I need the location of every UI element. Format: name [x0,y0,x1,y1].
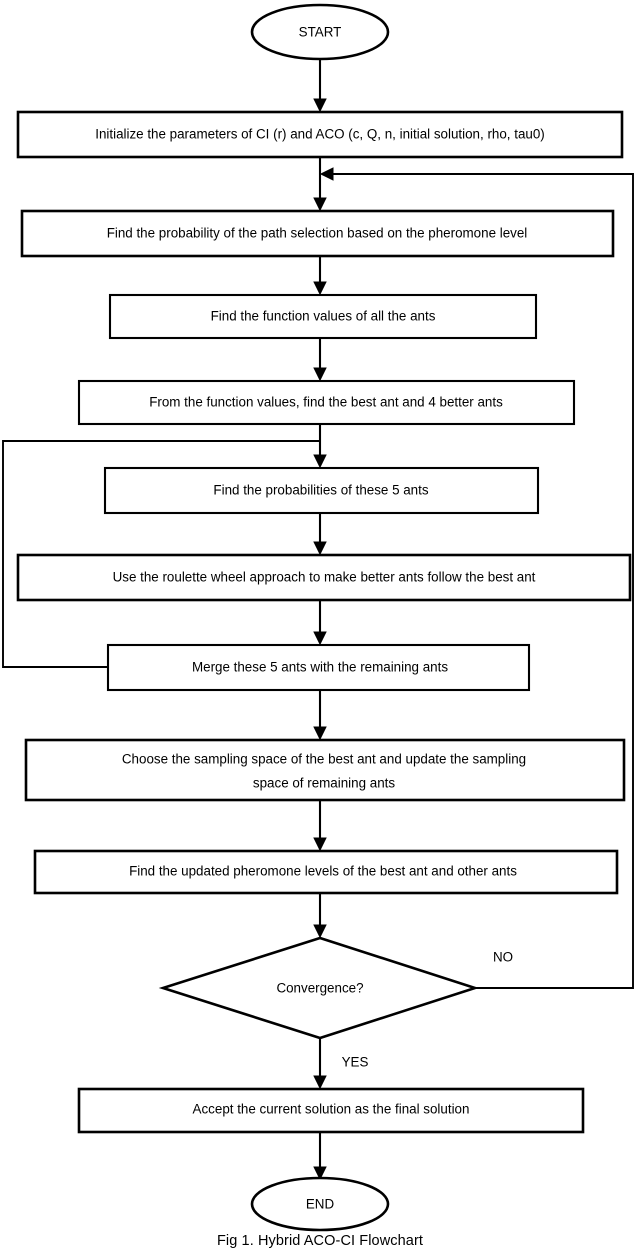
node-init [16,110,624,159]
node-end [250,1176,390,1232]
node-pheromone [33,849,619,895]
node-start-label: START [299,25,342,40]
node-prob-5 [103,466,540,515]
node-sampling-label-line2: space of remaining ants [253,776,395,791]
node-sampling-label-line1: Choose the sampling space of the best an… [122,752,526,767]
edge-label-yes: YES [342,1055,369,1070]
node-init-label: Initialize the parameters of CI (r) and … [95,127,545,142]
edge-merge-feedback-loop [2,440,320,668]
node-func-values [108,293,538,340]
node-end-label: END [306,1197,335,1212]
node-sampling [24,738,626,802]
node-merge [106,643,531,692]
figure-caption: Fig 1. Hybrid ACO-CI Flowchart [216,1233,424,1249]
node-prob-5-label: Find the probabilities of these 5 ants [213,483,428,498]
node-merge-label: Merge these 5 ants with the remaining an… [192,660,448,675]
node-best-ants-label: From the function values, find the best … [149,395,503,410]
node-func-values-label: Find the function values of all the ants [211,309,436,324]
edge-converge-no-feedback-loop [329,173,634,989]
node-converge [158,936,480,1040]
node-prob-path-label: Find the probability of the path selecti… [107,226,528,241]
node-converge-label: Convergence? [276,981,363,996]
node-roulette-label: Use the roulette wheel approach to make … [113,570,536,585]
edge-label-no: NO [493,950,513,965]
node-accept-label: Accept the current solution as the final… [193,1102,470,1117]
node-pheromone-label: Find the updated pheromone levels of the… [129,864,517,879]
node-accept [77,1087,585,1134]
node-start [250,3,390,61]
node-roulette [16,553,632,602]
node-best-ants [77,379,576,426]
node-prob-path [20,209,615,258]
